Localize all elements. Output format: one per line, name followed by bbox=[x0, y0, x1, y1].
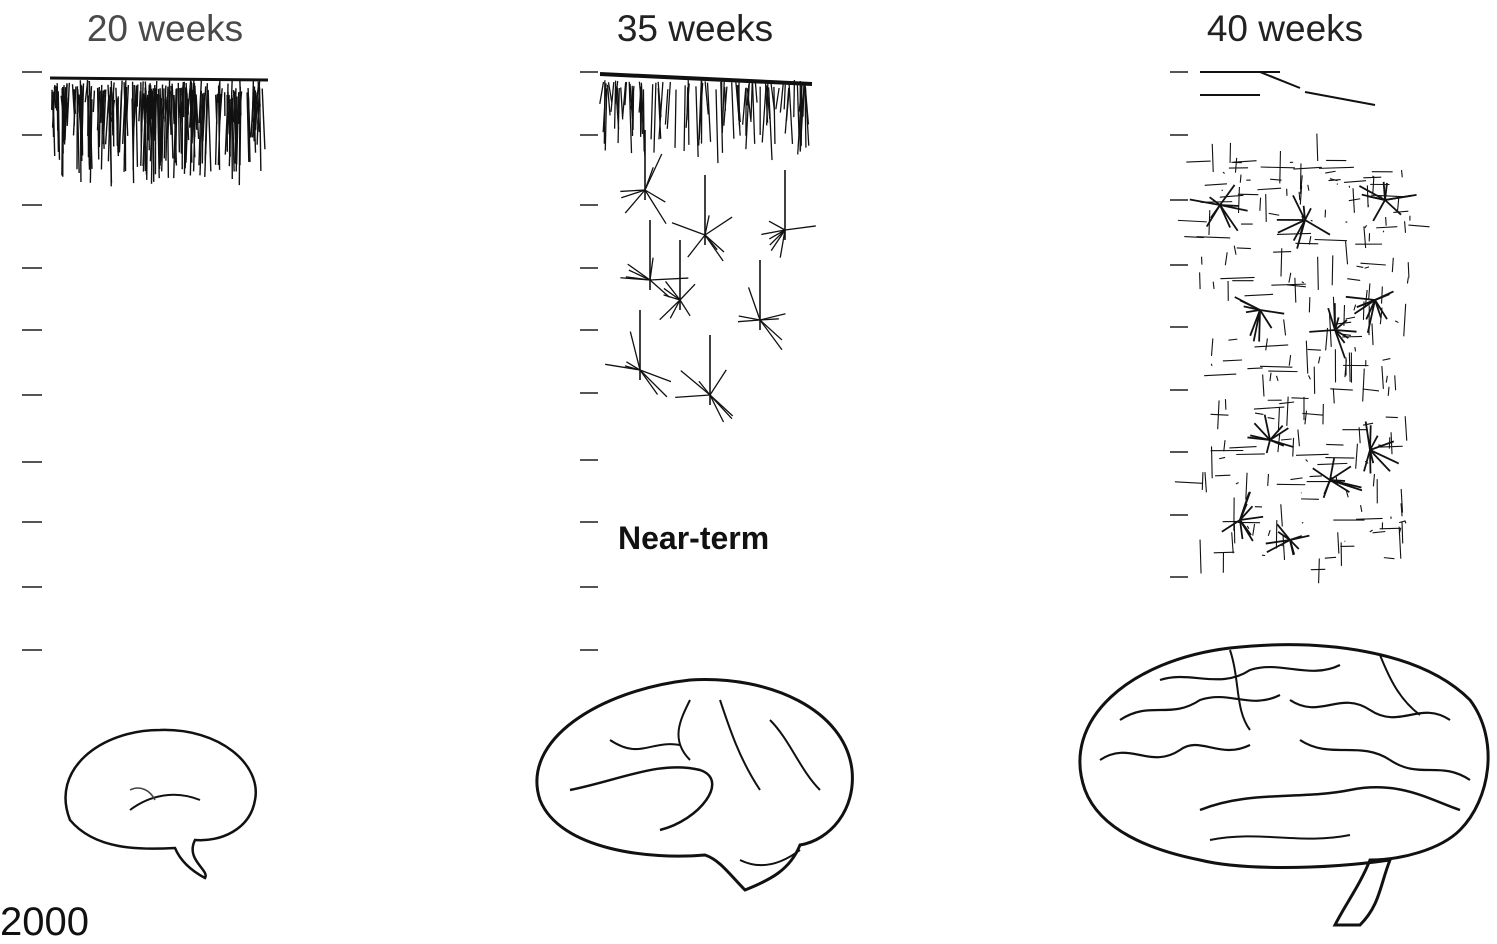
neuron-network-40-weeks bbox=[1175, 72, 1430, 583]
brain-35-weeks bbox=[537, 680, 853, 890]
cortical-layer-ticks bbox=[22, 72, 1188, 650]
neuron-layer-35-weeks bbox=[600, 74, 816, 422]
brain-20-weeks bbox=[66, 730, 256, 878]
neuron-layer-20-weeks bbox=[50, 78, 268, 186]
brain-40-weeks bbox=[1080, 645, 1488, 925]
